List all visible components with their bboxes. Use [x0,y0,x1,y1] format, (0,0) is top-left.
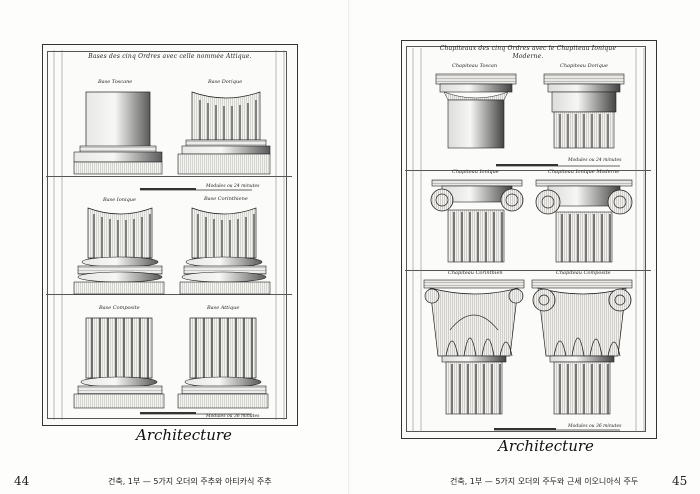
base-corinthiene-drawing [179,207,271,295]
left-divider-2 [46,294,292,295]
caption-chapiteau-dorique: Chapiteau Dorique [560,63,608,69]
left-folio: 44 [14,474,30,488]
base-composite-drawing [73,317,165,409]
caption-chapiteau-composite: Chapiteau Composite [556,270,611,276]
chapiteau-corinthien-drawing [423,279,525,415]
right-divider-1 [405,170,651,171]
left-divider-1 [46,176,292,177]
right-folio: 45 [672,474,688,488]
base-ionique-drawing [73,207,165,295]
base-toscane-drawing [73,91,163,175]
left-engravings [53,50,285,420]
caption-base-toscane: Base Toscane [98,79,133,85]
chapiteau-ionique-drawing [430,179,524,263]
caption-base-ionique: Base Ionique [103,197,136,203]
base-dorique-drawing [177,91,271,175]
caption-chapiteau-ionique-moderne: Chapiteau Ionique Moderne [548,169,620,175]
caption-base-composite: Base Composite [99,305,140,311]
left-plate-label: Architecture [136,426,232,444]
right-scale-label-1: Modules ou 24 minutes [568,158,622,163]
left-scale-bar-1 [140,188,252,191]
right-plate-title-2: Moderne. [512,53,544,60]
caption-base-dorique: Base Dorique [208,79,243,85]
right-scale-label-2: Modules ou 36 minutes [568,424,622,429]
left-scale-label-2: Modules ou 36 minutes [206,414,260,419]
chapiteau-ionique-moderne-drawing [535,179,633,263]
caption-base-attique: Base Attique [207,305,240,311]
left-scale-label-1: Modules ou 24 minutes [206,184,260,189]
caption-chapiteau-ionique: Chapiteau Ionique [452,169,499,175]
caption-chapiteau-corinthien: Chapiteau Corinthien [448,270,503,276]
left-scale-bar-2 [140,412,252,415]
right-plate-title: Chapiteaux des cinq Ordres avec le Chapi… [439,45,617,52]
base-attique-drawing [177,317,269,409]
caption-base-corinthiene: Base Corinthiene [204,196,248,202]
caption-chapiteau-toscan: Chapiteau Toscan [452,63,498,69]
left-plate-title: Bases des cinq Ordres avec celle nommée … [88,53,252,60]
chapiteau-composite-drawing [531,279,633,415]
chapiteau-toscan-drawing [435,73,517,149]
right-plate-label: Architecture [498,437,594,455]
book-gutter [348,0,352,494]
left-plate-border [47,51,287,419]
left-footer: 건축, 1부 — 5가지 오더의 주추와 아티카식 주추 [108,477,272,486]
right-scale-bar-2 [494,428,620,431]
right-scale-bar-1 [496,164,620,167]
right-plate-border [406,46,646,432]
chapiteau-dorique-drawing [543,73,625,149]
right-footer: 건축, 1부 — 5가지 오더의 주두와 근세 이오니아식 주두 [450,477,639,486]
right-divider-2 [405,270,651,271]
